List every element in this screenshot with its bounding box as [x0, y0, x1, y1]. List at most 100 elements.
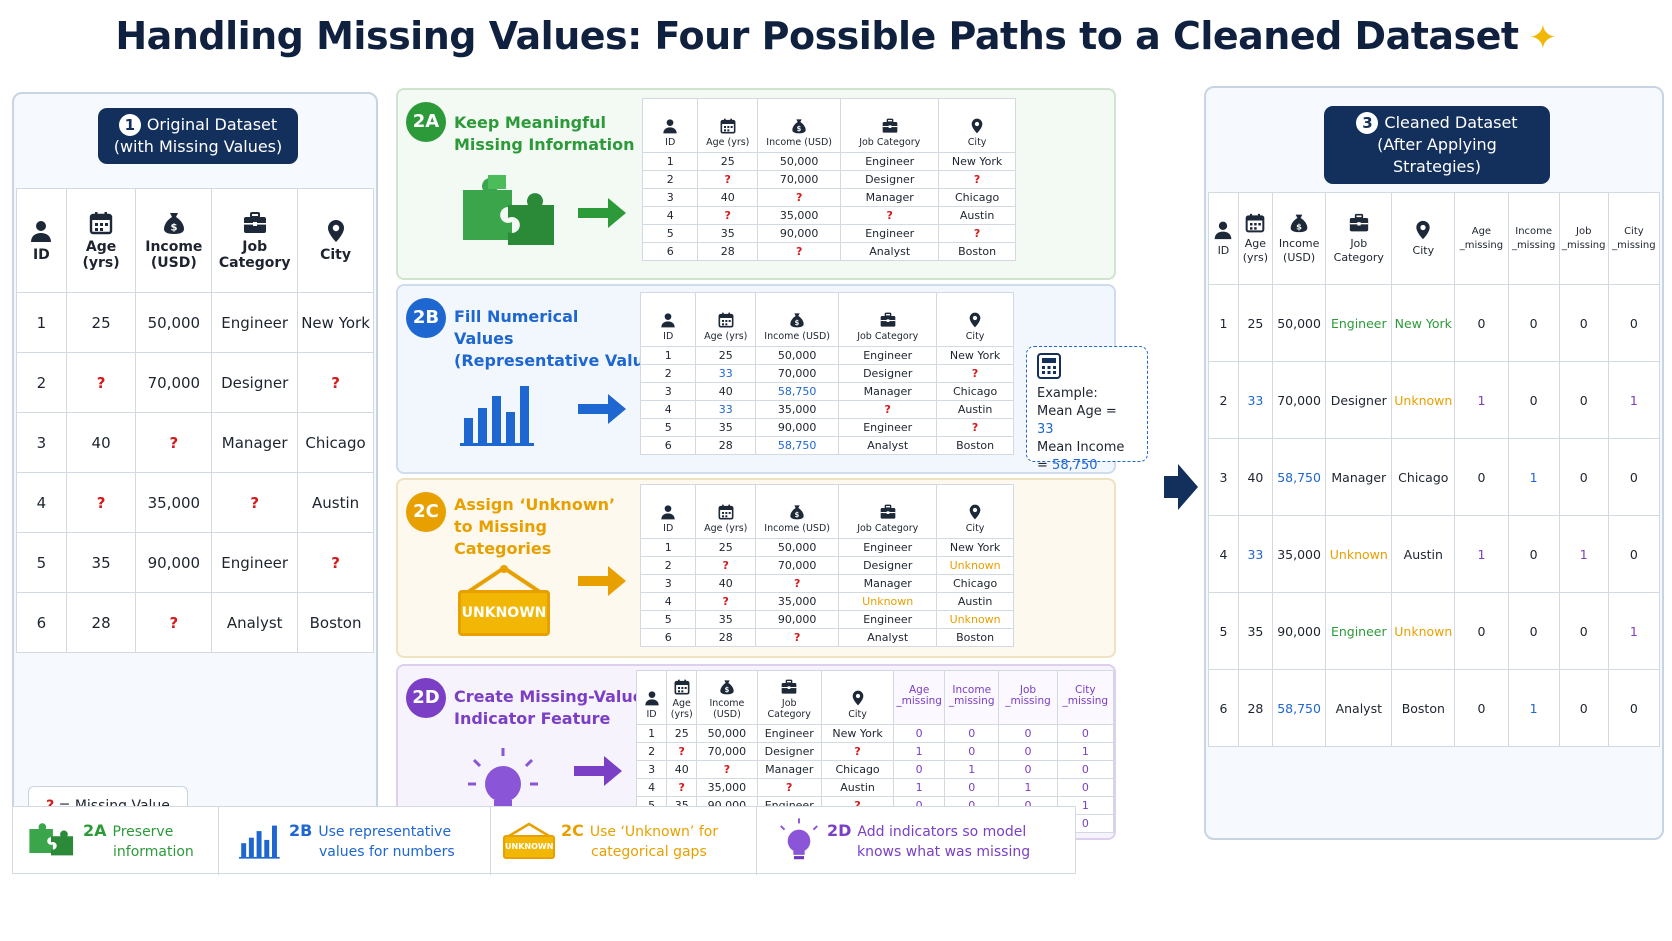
table-cell-income: 58,750: [1271, 669, 1327, 747]
table-cell-job: Manager: [211, 412, 299, 473]
col-header-age: Age (yrs): [1237, 192, 1273, 285]
money-bag-icon: [789, 312, 805, 328]
table-cell-income-missing: 0: [1507, 361, 1560, 439]
table-cell-job: Engineer: [838, 418, 938, 437]
table-cell-city: New York: [1391, 284, 1456, 362]
table-cell-age-missing: 1: [893, 778, 946, 797]
table-cell-city: Chicago: [820, 760, 895, 779]
table-cell-city-missing: 0: [1607, 438, 1661, 516]
table-cell-income: 90,000: [1271, 592, 1327, 670]
table-cell-job: Manager: [1325, 438, 1393, 516]
table-cell-age: 28: [695, 436, 757, 455]
table-cell-age: 40: [65, 412, 137, 473]
table-cell-job: Manager: [838, 382, 938, 401]
table-cell-age: 28: [695, 628, 757, 647]
table-cell-city: Chicago: [936, 382, 1014, 401]
table-cell-city: Chicago: [938, 188, 1016, 207]
table-cell-id: 3: [16, 412, 67, 473]
table-cell-city: New York: [820, 724, 895, 743]
table-cell-income: ?: [135, 412, 213, 473]
puzzle-icon: [29, 823, 74, 856]
col-header-city: City: [936, 292, 1014, 347]
table-cell-city-missing: 0: [1607, 669, 1661, 747]
table-cell-income: 70,000: [755, 364, 840, 383]
table-cell-income: 70,000: [755, 556, 840, 575]
table-cell-income-missing: 0: [1507, 592, 1560, 670]
table-cell-job: Engineer: [1325, 592, 1393, 670]
table-cell-income: 50,000: [1271, 284, 1327, 362]
table-cell-job-missing: 1: [1558, 515, 1609, 593]
table-cell-job-missing: 0: [1558, 669, 1609, 747]
table-cell-income-missing: 0: [1507, 515, 1560, 593]
table-cell-income: 70,000: [696, 742, 758, 761]
table-cell-job: Analyst: [838, 436, 938, 455]
table-cell-id: 3: [641, 188, 699, 207]
table-cell-id: 2: [635, 742, 668, 761]
col-header-id: ID: [1208, 192, 1239, 285]
briefcase-icon: [781, 679, 797, 695]
table-cell-id: 6: [16, 592, 67, 653]
unknown-sign-icon: UNKNOWN: [458, 564, 550, 638]
money-bag-icon: [162, 211, 186, 235]
strategy-2c-tag: 2C: [406, 492, 446, 532]
col-header-id: ID: [639, 484, 697, 539]
table-cell-city-missing: 0: [1056, 760, 1115, 779]
calendar-icon: [1245, 213, 1265, 233]
table-cell-income-missing: 0: [1507, 284, 1560, 362]
table-cell-job: Engineer: [838, 346, 938, 365]
table-cell-income: 50,000: [135, 292, 213, 353]
table-cell-income-missing: 1: [1507, 438, 1560, 516]
table-cell-age: 28: [65, 592, 137, 653]
col-header-id: ID: [641, 98, 699, 153]
calendar-icon: [720, 118, 736, 134]
table-cell-job: Analyst: [840, 242, 940, 261]
table-cell-job: Manager: [838, 574, 938, 593]
table-cell-id: 5: [16, 532, 67, 593]
table-cell-age: 40: [666, 760, 698, 779]
location-pin-icon: [850, 690, 866, 706]
table-cell-age: 40: [695, 382, 757, 401]
person-icon: [660, 504, 676, 520]
table-cell-age-missing: 0: [1454, 284, 1509, 362]
table-cell-income: 58,750: [1271, 438, 1327, 516]
table-cell-city: Austin: [936, 592, 1014, 611]
table-cell-city: Austin: [1391, 515, 1456, 593]
table-cell-age: 35: [697, 224, 759, 243]
briefcase-icon: [880, 504, 896, 520]
col-header-job: Job Category: [838, 484, 938, 539]
table-cell-city-missing: 1: [1607, 592, 1661, 670]
strategy-2d-tag: 2D: [406, 678, 446, 718]
calendar-icon: [718, 504, 734, 520]
table-cell-id: 1: [1208, 284, 1239, 362]
money-bag-icon: [1289, 213, 1309, 233]
table-cell-city: Boston: [936, 436, 1014, 455]
table-cell-id: 1: [639, 538, 697, 557]
table-cell-id: 4: [641, 206, 699, 225]
col-header-job: Job Category: [1325, 192, 1393, 285]
table-cell-city: New York: [936, 346, 1014, 365]
table-row: 4?35,000?Austin: [641, 206, 1016, 225]
calendar-icon: [718, 312, 734, 328]
example-label: Example:: [1037, 386, 1098, 401]
table-cell-id: 1: [635, 724, 668, 743]
table-cell-job-missing: 0: [998, 760, 1058, 779]
table-cell-income: ?: [135, 592, 213, 653]
table-cell-id: 4: [1208, 515, 1239, 593]
table-cell-age-missing: 0: [1454, 592, 1509, 670]
table-cell-city: Unknown: [936, 610, 1014, 629]
table-cell-id: 3: [1208, 438, 1239, 516]
